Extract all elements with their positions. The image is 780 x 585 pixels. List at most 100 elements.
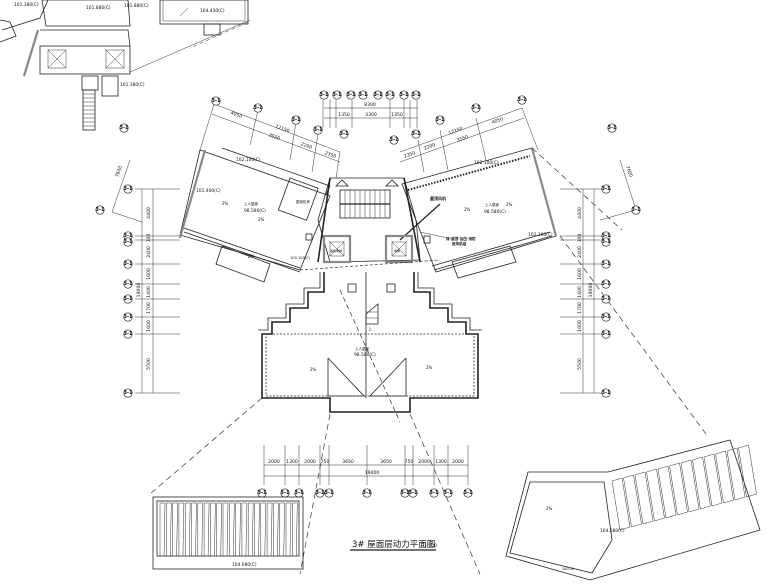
- axis-bubble-label: 3-1: [400, 490, 410, 496]
- louver-slat: [247, 502, 254, 557]
- louver-slat: [273, 502, 279, 557]
- level-inset-1: 101.380(C): [14, 2, 39, 8]
- south-small-stair: [365, 303, 379, 325]
- louver-slat: [692, 456, 711, 510]
- axis-bubble: [123, 294, 133, 304]
- dim-bottom-5: 3650: [342, 459, 354, 465]
- core-note-unit: 送风机组: [451, 241, 467, 246]
- dim-right-angled: 7600: [624, 165, 634, 178]
- inset-stair-landing: [81, 75, 99, 91]
- axis-bubble: [211, 96, 221, 106]
- axis-bubble: [601, 259, 611, 269]
- axis-bubble-label: 3-1: [123, 390, 133, 396]
- louver-slat: [172, 502, 178, 557]
- axis-bubble-label: 3-1: [119, 125, 129, 131]
- dim-bottom-total: 19400: [365, 470, 380, 476]
- axis-bubble: [358, 90, 368, 100]
- core-note-duct: 排-屋顶-加压-消防: [446, 236, 476, 241]
- elevator-left-label: 消防电梯: [330, 248, 342, 253]
- louver-slat: [657, 465, 677, 519]
- axis-bubble-label: 3-1: [319, 92, 329, 98]
- louver-slat: [203, 502, 210, 557]
- south-outline: [261, 272, 479, 413]
- axis-bubble: [313, 125, 323, 135]
- axis-bubble-label: 3-1: [601, 296, 611, 302]
- axis-bubble: [408, 488, 418, 498]
- louver-slats: [611, 444, 757, 531]
- core-note-fan: 屋顶风机: [430, 195, 446, 201]
- dim-left-7: 1600: [146, 320, 152, 332]
- top-right-dimension-chain: 4050 12150 3550 2200 2350: [399, 107, 539, 173]
- axis-bubble: [601, 329, 611, 339]
- fan-box-icon: [423, 235, 431, 244]
- drawing-scale: 1:100: [424, 543, 437, 549]
- axis-bubble-label: 3-1: [123, 281, 133, 287]
- top-center-dimension-chain: 8300 1350 3300 1350: [322, 100, 418, 128]
- axis-bubble: [346, 90, 356, 100]
- louver-slat: [680, 459, 700, 513]
- detail-guide-lines: [149, 147, 707, 575]
- axis-bubble-label: 3-1: [601, 239, 611, 245]
- axis-bubble-label: 3-1: [123, 331, 133, 337]
- louver-frame: [152, 496, 304, 570]
- louver-slat: [646, 468, 665, 522]
- axis-bubble: [373, 90, 383, 100]
- axis-bubble: [123, 184, 133, 194]
- axis-bubble-label: 3-1: [399, 92, 409, 98]
- right-parapet: [530, 147, 558, 237]
- louver-slat: [178, 502, 185, 557]
- louver-slat: [159, 502, 166, 557]
- up-label: 上: [368, 325, 372, 331]
- slope-arrow-icon: [179, 7, 189, 17]
- axis-bubble-label: 3-1: [411, 131, 421, 137]
- axis-bubble-label: 3-1: [346, 92, 356, 98]
- louver-slat: [669, 462, 688, 516]
- axis-bubble: [601, 312, 611, 322]
- axis-bubble-label: 3-1: [601, 314, 611, 320]
- inset-top-left: 101.380(C) 101.880(C) 101.880(C) 101.380…: [0, 0, 251, 131]
- vent-box-icon: [386, 283, 396, 293]
- south-triangle-left: [327, 357, 365, 397]
- louver-slat: [726, 447, 746, 501]
- dim-top-left-1: 4050: [230, 110, 243, 120]
- dim-left-4: 1600: [146, 268, 152, 280]
- axis-bubble-label: 3-1: [373, 92, 383, 98]
- louver-slat: [222, 502, 229, 557]
- axis-bubble: [319, 90, 329, 100]
- dim-right-5: 1400: [577, 286, 583, 298]
- dim-top-right-1: 4050: [491, 116, 504, 126]
- axis-bubble: [399, 90, 409, 100]
- axis-bubble-label: 3-1: [517, 97, 527, 103]
- axis-bubble: [315, 488, 325, 498]
- right-roof-outline: [401, 147, 557, 273]
- louver-slat: [738, 444, 757, 498]
- axis-bubble-label: 3-1: [463, 490, 473, 496]
- drawing-title: 3# 屋面层动力平面图: [352, 539, 435, 550]
- dim-top-left-3: 3550: [268, 132, 281, 142]
- dim-right-4: 1600: [577, 268, 583, 280]
- axis-bubble-label: 3-1: [123, 296, 133, 302]
- axis-bubble-label: 3-1: [601, 281, 611, 287]
- axis-bubble: [601, 294, 611, 304]
- axis-bubble-label: 3-1: [607, 125, 617, 131]
- level-left-top: 102.100(C): [236, 157, 261, 163]
- dim-left-total: 19000: [136, 283, 142, 298]
- axis-bubble-label: 3-1: [95, 207, 105, 213]
- axis-bubble-label: 3-1: [601, 331, 611, 337]
- louver-slat: [260, 502, 267, 557]
- axis-bubble-label: 3-1: [123, 314, 133, 320]
- south-roof-area: [265, 333, 475, 397]
- inset-parapet: [22, 29, 40, 77]
- louver-slat: [197, 502, 204, 557]
- dim-right-6: 1700: [577, 302, 583, 314]
- dim-right-total: 19000: [588, 283, 594, 298]
- axis-bubble-label: 3-1: [601, 390, 611, 396]
- axis-bubble-label: 3-1: [362, 490, 372, 496]
- dim-right-2: 300: [577, 234, 583, 243]
- louver-slat: [634, 471, 654, 525]
- dim-top-left-5: 2350: [324, 150, 337, 160]
- axis-bubble: [123, 388, 133, 398]
- dim-bottom-8: 2000: [418, 459, 430, 465]
- level-inset-3: 104.430(C): [200, 8, 225, 14]
- left-machine-room: [277, 177, 319, 221]
